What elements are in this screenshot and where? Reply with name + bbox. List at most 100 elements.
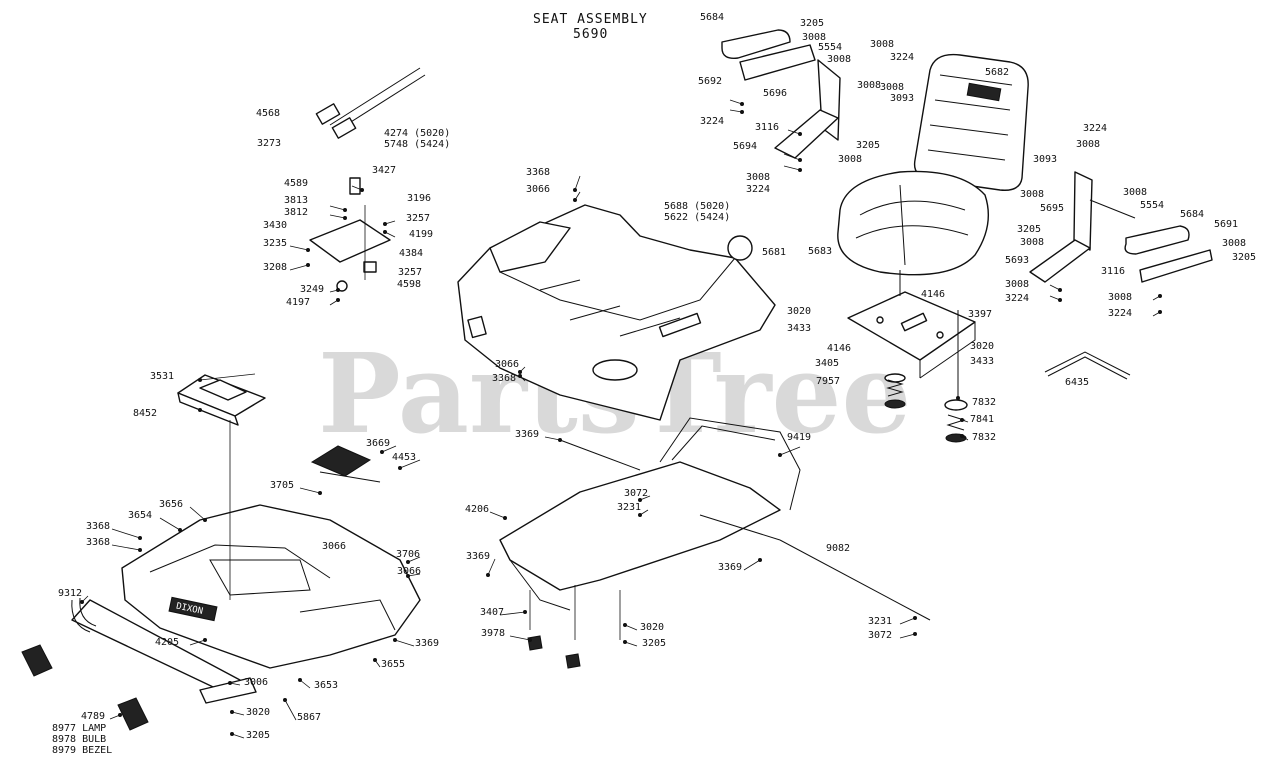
drag-link (1044, 351, 1131, 380)
leader-line (231, 733, 245, 739)
part-callout: 3072 (868, 630, 892, 641)
fastener-dot (638, 513, 642, 517)
fastener-dot (380, 450, 384, 454)
right-armrest (1029, 171, 1213, 283)
part-callout: 3433 (970, 356, 994, 367)
part-callout: 7832 (972, 432, 996, 443)
part-callout: 3273 (257, 138, 281, 149)
fastener-dot (913, 616, 917, 620)
fastener-dot (373, 658, 377, 662)
fastener-dot (523, 610, 527, 614)
leader-line (381, 445, 397, 453)
leader-line (407, 573, 421, 577)
fastener-dot (406, 560, 410, 564)
fastener-dot (343, 208, 347, 212)
part-callout: 3433 (787, 323, 811, 334)
fastener-dot (913, 632, 917, 636)
fastener-dot (383, 230, 387, 234)
part-callout: 5681 (762, 247, 786, 258)
part-callout: 5684 (700, 12, 724, 23)
part-callout: 8977 LAMP (52, 723, 106, 734)
part-callout: 3205 (800, 18, 824, 29)
part-callout: 3706 (396, 549, 420, 560)
fastener-dot (486, 573, 490, 577)
bottom-hardware (527, 635, 581, 669)
fastener-dot (336, 288, 340, 292)
fastener-dot (503, 516, 507, 520)
part-callout: 5696 (763, 88, 787, 99)
part-callout: 5867 (297, 712, 321, 723)
fastener-dot (360, 188, 364, 192)
fastener-dot (623, 623, 627, 627)
fastener-dot (138, 536, 142, 540)
fastener-dot (306, 248, 310, 252)
part-callout: 3093 (1033, 154, 1057, 165)
fastener-dot (798, 132, 802, 136)
part-callout: 5693 (1005, 255, 1029, 266)
part-callout: 3368 (492, 373, 516, 384)
part-callout: 3257 (406, 213, 430, 224)
part-callout: 3008 (1108, 292, 1132, 303)
fastener-dot (393, 638, 397, 642)
part-callout: 3008 (1020, 237, 1044, 248)
part-callout: 4598 (397, 279, 421, 290)
fastener-dot (306, 263, 310, 267)
part-callout: 4146 (921, 289, 945, 300)
fastener-dot (528, 638, 532, 642)
part-callout: 3066 (526, 184, 550, 195)
part-callout: 3531 (150, 371, 174, 382)
fastener-dot (230, 710, 234, 714)
part-callout: 4789 (81, 711, 105, 722)
part-callout: 3224 (1108, 308, 1132, 319)
part-callout: 3066 (397, 566, 421, 577)
part-callout: 5554 (1140, 200, 1164, 211)
part-callout: 5622 (5424) (664, 212, 730, 223)
fastener-dot (318, 491, 322, 495)
part-callout: 4205 (155, 637, 179, 648)
part-callout: 3008 (838, 154, 862, 165)
part-callout: 3812 (284, 207, 308, 218)
fastener-dot (1158, 294, 1162, 298)
part-callout: 4206 (465, 504, 489, 515)
part-callout: 5688 (5020) (664, 201, 730, 212)
leader-line (199, 409, 216, 417)
leader-line (231, 711, 245, 716)
part-callout: 3669 (366, 438, 390, 449)
part-callout: 3813 (284, 195, 308, 206)
leader-line (289, 264, 309, 271)
fastener-dot (518, 374, 522, 378)
part-callout: 3231 (617, 502, 641, 513)
part-callout: 3205 (856, 140, 880, 151)
leader-line (499, 611, 526, 616)
part-callout: 3231 (868, 616, 892, 627)
part-callout: 3008 (1076, 139, 1100, 150)
part-callout: 3008 (746, 172, 770, 183)
leader-line (189, 506, 206, 521)
part-callout: 3427 (372, 165, 396, 176)
part-callout: 7841 (970, 414, 994, 425)
fastener-dot (573, 188, 577, 192)
leader-line (487, 558, 496, 576)
part-callout: 5684 (1180, 209, 1204, 220)
part-callout: 3368 (86, 521, 110, 532)
part-callout: 9419 (787, 432, 811, 443)
part-callout: 3008 (1222, 238, 1246, 249)
leader-line (783, 153, 801, 161)
part-callout: 5682 (985, 67, 1009, 78)
part-callout: 5683 (808, 246, 832, 257)
fastener-dot (956, 396, 960, 400)
part-callout: 4146 (827, 343, 851, 354)
part-callout: 4197 (286, 297, 310, 308)
leader-line (624, 641, 638, 647)
part-callout: 9082 (826, 543, 850, 554)
part-callout: 3369 (466, 551, 490, 562)
fastener-dot (740, 102, 744, 106)
leader-line (289, 245, 309, 251)
part-callout: 8978 BULB (52, 734, 106, 745)
control-linkage (309, 67, 426, 292)
leader-line (624, 624, 638, 631)
part-callout: 9312 (58, 588, 82, 599)
leader-lines (80, 99, 1162, 739)
part-callout: 3653 (314, 680, 338, 691)
